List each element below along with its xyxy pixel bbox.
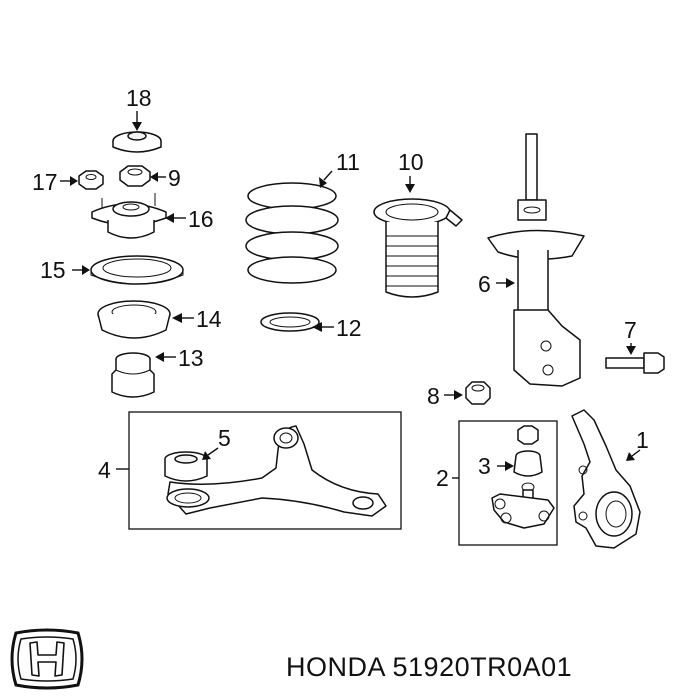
part-9-nut	[119, 165, 151, 187]
svg-text:10: 10	[398, 149, 424, 175]
callout-13: 13	[155, 345, 204, 371]
callout-12: 12	[312, 315, 362, 341]
part-7-bolt	[605, 352, 665, 374]
group-box-4	[128, 411, 402, 530]
svg-text:18: 18	[126, 85, 152, 111]
part-5-bushing	[164, 451, 208, 482]
svg-text:17: 17	[32, 169, 58, 195]
callout-17: 17	[32, 169, 78, 195]
callout-8: 8	[427, 383, 463, 409]
honda-h-logo-icon	[10, 628, 84, 690]
callout-11: 11	[319, 149, 360, 188]
callout-15: 15	[40, 257, 90, 283]
part-18-mount-cap	[112, 131, 162, 153]
callout-14: 14	[172, 306, 222, 332]
part-17-nut	[78, 170, 104, 190]
part-16-strut-mount	[91, 193, 167, 239]
callout-10: 10	[398, 149, 424, 193]
callout-7: 7	[624, 317, 637, 355]
part-8-nut	[465, 381, 491, 405]
part-13-bump-stop	[111, 352, 155, 398]
svg-text:5: 5	[218, 425, 231, 451]
callout-4: 4	[98, 457, 129, 483]
callout-3: 3	[478, 453, 514, 479]
svg-text:1: 1	[636, 427, 649, 453]
svg-text:9: 9	[168, 165, 181, 191]
svg-text:15: 15	[40, 257, 66, 283]
part-2-ball-joint	[491, 425, 555, 529]
svg-text:6: 6	[478, 271, 491, 297]
part-6-strut-assembly	[487, 133, 585, 387]
callout-6: 6	[478, 271, 515, 297]
callout-18: 18	[126, 85, 152, 131]
group-box-2	[458, 420, 558, 546]
part-4-lower-control-arm	[166, 425, 387, 517]
part-10-dust-boot	[373, 198, 463, 298]
svg-text:7: 7	[624, 317, 637, 343]
svg-text:3: 3	[478, 453, 491, 479]
svg-text:4: 4	[98, 457, 111, 483]
svg-text:2: 2	[436, 465, 449, 491]
part-15-bearing	[90, 255, 184, 285]
svg-text:14: 14	[196, 306, 222, 332]
svg-text:11: 11	[336, 149, 360, 175]
callout-5: 5	[202, 425, 231, 460]
svg-text:13: 13	[178, 345, 204, 371]
svg-text:8: 8	[427, 383, 440, 409]
part-12-spring-insulator	[260, 312, 320, 332]
footer-part-label: HONDA 51920TR0A01	[286, 652, 573, 682]
callout-2: 2	[436, 465, 459, 491]
callout-16: 16	[165, 206, 214, 232]
part-1-steering-knuckle	[571, 409, 641, 549]
callout-9: 9	[150, 165, 181, 191]
svg-text:12: 12	[336, 315, 362, 341]
callout-1: 1	[626, 427, 649, 461]
part-14-spring-seat	[97, 300, 171, 339]
svg-text:16: 16	[188, 206, 214, 232]
part-11-coil-spring	[245, 182, 339, 284]
